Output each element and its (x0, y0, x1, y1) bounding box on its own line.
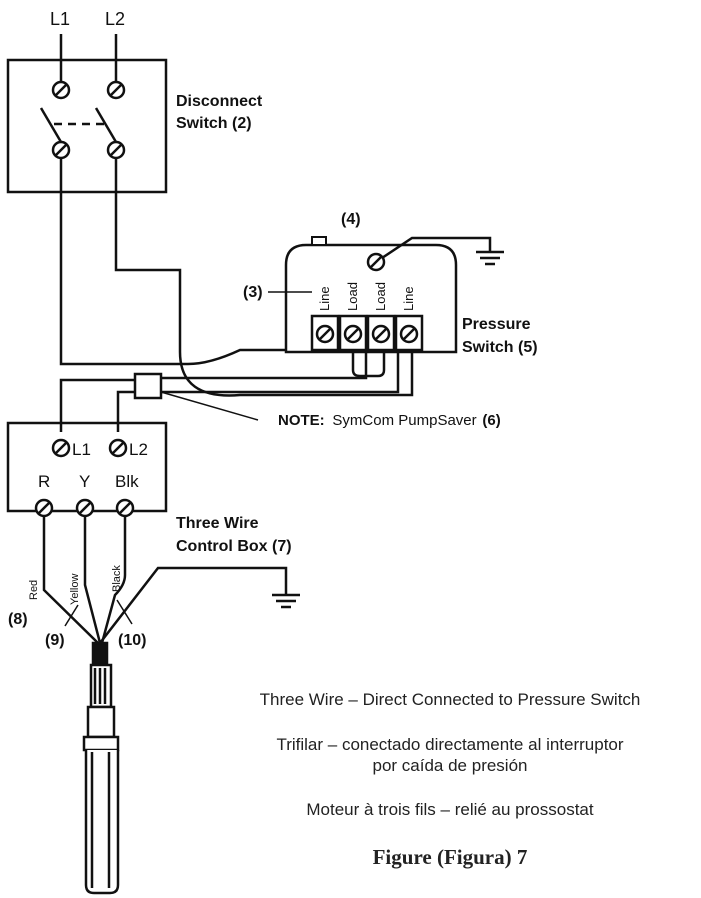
disconnect-label-1: Disconnect (176, 93, 263, 110)
caption-spanish-2: por caída de presión (372, 756, 528, 775)
load-label-left: Load (345, 282, 360, 311)
terminal-icon (371, 324, 391, 344)
note-bold: NOTE: (278, 412, 325, 429)
cb-blk-label: Blk (115, 472, 139, 491)
control-box (6, 421, 168, 513)
load-label-right: Load (373, 282, 388, 311)
line-label-right: Line (401, 286, 416, 311)
label-3: (3) (243, 284, 263, 301)
disconnect-switch-box (6, 58, 168, 194)
caption-spanish-1: Trifilar – conectado directamente al int… (276, 735, 624, 754)
disconnect-label-2: Switch (2) (176, 115, 252, 132)
motor-leads (42, 516, 300, 644)
l2-label: L2 (105, 9, 125, 29)
terminal-icon (75, 498, 95, 518)
note-text: NOTE: SymCom PumpSaver (6) (278, 412, 501, 429)
label-10: (10) (118, 632, 146, 649)
label-8: (8) (8, 611, 28, 628)
cb-l1-label: L1 (72, 440, 91, 459)
terminal-icon (115, 498, 135, 518)
pressure-label-2: Switch (5) (462, 339, 538, 356)
caption-french: Moteur à trois fils – relié au prossosta… (306, 800, 594, 819)
label-9: (9) (45, 632, 65, 649)
line-label-left: Line (317, 286, 332, 311)
terminal-icon (51, 80, 71, 100)
supply-lines (59, 34, 118, 90)
wire-leaders (64, 599, 133, 627)
note-body: SymCom PumpSaver (332, 412, 476, 429)
terminal-icon (106, 140, 126, 160)
cb-l2-label: L2 (129, 440, 148, 459)
label-4: (4) (341, 211, 361, 228)
terminal-icon (106, 80, 126, 100)
pump-motor (82, 641, 120, 895)
pumpsaver-icon (133, 372, 163, 400)
switch-blades (39, 107, 118, 143)
figure-title: Figure (Figura) 7 (372, 845, 528, 869)
cb-y-label: Y (79, 472, 90, 491)
terminal-icon (51, 438, 71, 458)
control-label-1: Three Wire (176, 515, 259, 532)
pressure-label-1: Pressure (462, 316, 531, 333)
l1-label: L1 (50, 9, 70, 29)
terminal-icon (315, 324, 335, 344)
terminal-icon (34, 498, 54, 518)
wire-yellow-label: Yellow (69, 574, 81, 605)
caption-english: Three Wire – Direct Connected to Pressur… (259, 690, 641, 709)
note-number: (6) (482, 412, 500, 429)
wire-black-label: Black (111, 565, 123, 592)
ground-terminal-icon (366, 252, 386, 272)
terminal-icon (399, 324, 419, 344)
main-wires (59, 158, 414, 397)
pressure-switch-knob (311, 236, 327, 246)
cb-r-label: R (38, 472, 50, 491)
wire-red-label: Red (28, 580, 40, 600)
control-label-2: Control Box (7) (176, 538, 292, 555)
terminal-icon (108, 438, 128, 458)
pressure-switch-ground (375, 236, 504, 266)
note-leader (160, 391, 259, 421)
terminal-icon (343, 324, 363, 344)
terminal-icon (51, 140, 71, 160)
